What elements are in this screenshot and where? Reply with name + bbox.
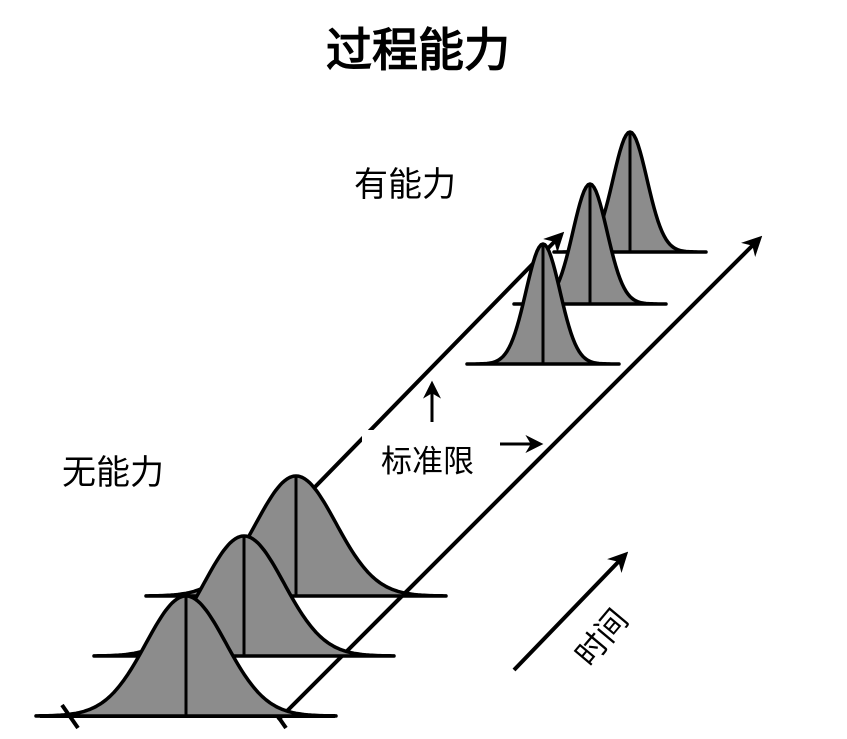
not-capable-curve-3 (144, 474, 448, 598)
capable-distributions (465, 130, 708, 366)
lower-spec-rail (276, 235, 763, 722)
spec-label-background (362, 430, 482, 482)
capable-curve-1 (465, 242, 621, 366)
spec-limits-label: 标准限 (381, 444, 474, 480)
not-capable-distributions (34, 474, 448, 718)
capable-label: 有能力 (354, 165, 456, 205)
not-capable-curve-1 (34, 594, 338, 718)
time-label: 时间 (569, 603, 636, 674)
not-capable-label: 无能力 (62, 453, 164, 493)
page-title: 过程能力 (326, 23, 510, 77)
arrow-diagonal-icon (512, 551, 629, 672)
